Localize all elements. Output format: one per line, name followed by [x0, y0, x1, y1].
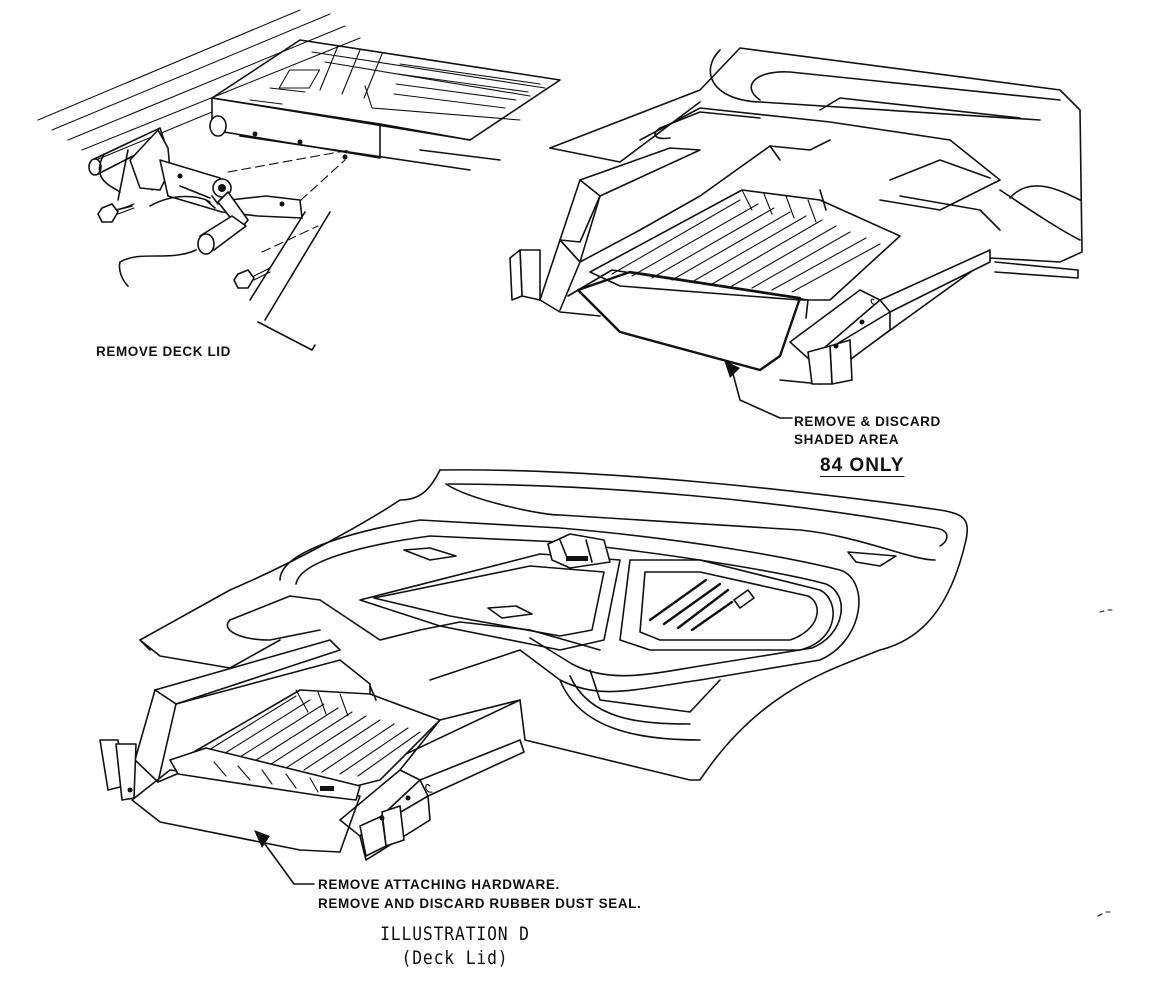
- illustration-caption-title: ILLUSTRATION D: [380, 923, 530, 945]
- hardware-label-line1: REMOVE ATTACHING HARDWARE.: [318, 877, 560, 892]
- remove-discard-label-line1: REMOVE & DISCARD: [794, 414, 941, 429]
- deck-lid-84-view: [510, 48, 1082, 418]
- rubber-dust-seal: [132, 770, 360, 852]
- deck-lid-full-view: [100, 470, 967, 884]
- remove-discard-label-line2: SHADED AREA: [794, 432, 900, 447]
- illustration-caption-subtitle: (Deck Lid): [401, 947, 509, 969]
- hardware-label-line2: REMOVE AND DISCARD RUBBER DUST SEAL.: [318, 896, 642, 911]
- bolt-icon: [98, 204, 134, 222]
- hinge-detail-view: [38, 10, 560, 350]
- model-year-note: 84 ONLY: [820, 455, 905, 476]
- bolt-icon: [234, 268, 270, 288]
- remove-deck-lid-label: REMOVE DECK LID: [96, 344, 232, 359]
- latch-icon: [548, 534, 610, 568]
